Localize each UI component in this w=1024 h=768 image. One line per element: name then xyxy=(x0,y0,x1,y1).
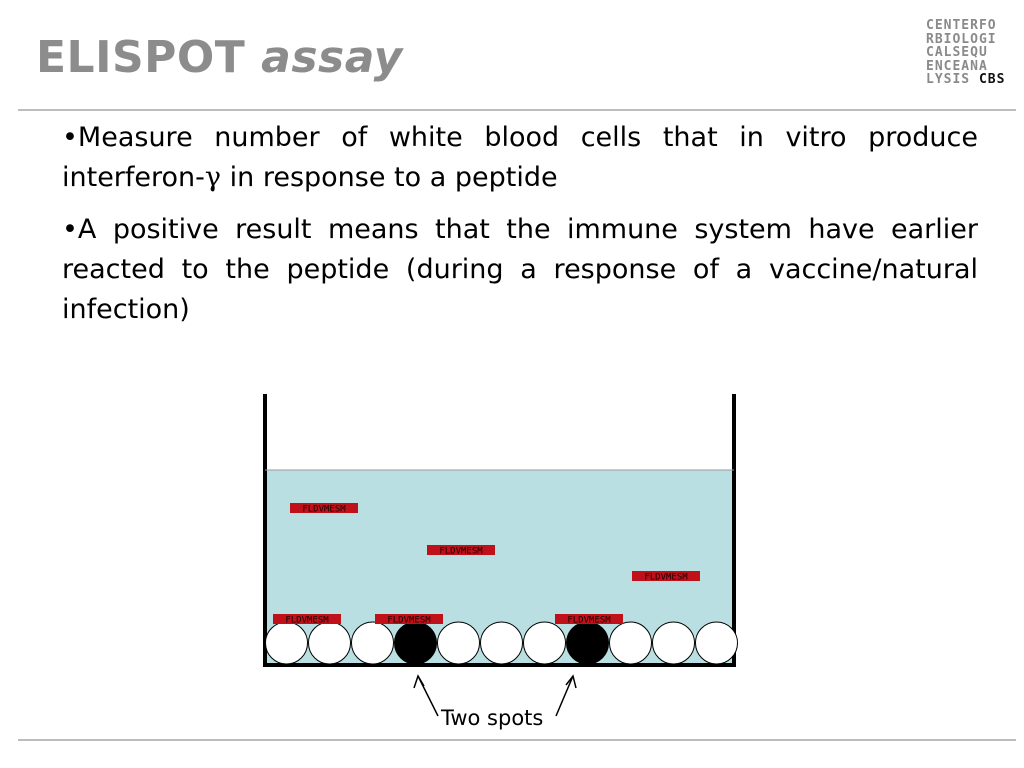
peptide-box xyxy=(632,571,700,581)
top-divider xyxy=(18,109,1016,111)
bullet-1: •Measure number of white blood cells tha… xyxy=(62,118,978,198)
bullet-2: •A positive result means that the immune… xyxy=(62,210,978,330)
bullet-list: •Measure number of white blood cells tha… xyxy=(62,118,978,342)
peptide-label: FLDVMESM xyxy=(644,573,688,583)
peptide-label: FLDVMESM xyxy=(302,505,346,515)
slide-title-main: ELISPOT xyxy=(36,32,246,83)
cbs-logo: CENTERFO RBIOLOGI CALSEQU ENCEANA LYSIS … xyxy=(926,19,1005,87)
peptide-box xyxy=(290,503,358,513)
white-blood-cell xyxy=(265,621,308,665)
white-blood-cell xyxy=(609,621,652,665)
white-blood-cell xyxy=(351,621,394,665)
slide-title-italic: assay xyxy=(261,32,403,83)
white-blood-cell xyxy=(437,621,480,665)
peptide-box xyxy=(427,545,495,555)
white-blood-cell xyxy=(308,621,351,665)
logo-line-5-prefix: LYSIS xyxy=(926,72,971,87)
peptide-box xyxy=(273,614,341,624)
logo-line-3: CALSEQU xyxy=(926,45,988,60)
peptide-label: FLDVMESM xyxy=(285,616,329,626)
bullet-1-text-b: in response to a peptide xyxy=(221,162,558,193)
white-blood-cell xyxy=(652,621,695,665)
spot-cell xyxy=(566,621,609,665)
cell-row xyxy=(265,621,738,665)
bullet-2-text: •A positive result means that the immune… xyxy=(62,214,978,325)
arrow-left-head xyxy=(413,674,425,689)
logo-cbs: CBS xyxy=(978,72,1006,87)
gamma-symbol: γ xyxy=(204,162,222,193)
slide-title: ELISPOT assay xyxy=(36,32,403,83)
arrow-right xyxy=(555,675,574,717)
peptide-label: FLDVMESM xyxy=(439,547,483,557)
spot-cell xyxy=(394,621,437,665)
logo-line-2: RBIOLOGI xyxy=(926,31,997,47)
peptide-box xyxy=(375,614,443,624)
white-blood-cell xyxy=(695,621,738,665)
white-blood-cell xyxy=(480,621,523,665)
diagram-caption: Two spots xyxy=(441,706,544,730)
peptide-box xyxy=(555,614,623,624)
peptide-label: FLDVMESM xyxy=(567,616,611,626)
peptide-label: FLDVMESM xyxy=(387,616,431,626)
bullet-1-text-a: •Measure number of white blood cells tha… xyxy=(62,122,978,193)
logo-line-5: LYSIS CBS xyxy=(926,73,1005,87)
logo-line-4: ENCEANA xyxy=(926,58,988,74)
bottom-divider xyxy=(18,739,1016,741)
white-blood-cell xyxy=(523,621,566,665)
peptide-group: FLDVMESM FLDVMESM FLDVMESM FLDVMESM FLDVMESM… xyxy=(273,503,700,626)
arrow-right-head xyxy=(565,674,577,689)
logo-line-1: CENTERFO xyxy=(926,18,997,33)
